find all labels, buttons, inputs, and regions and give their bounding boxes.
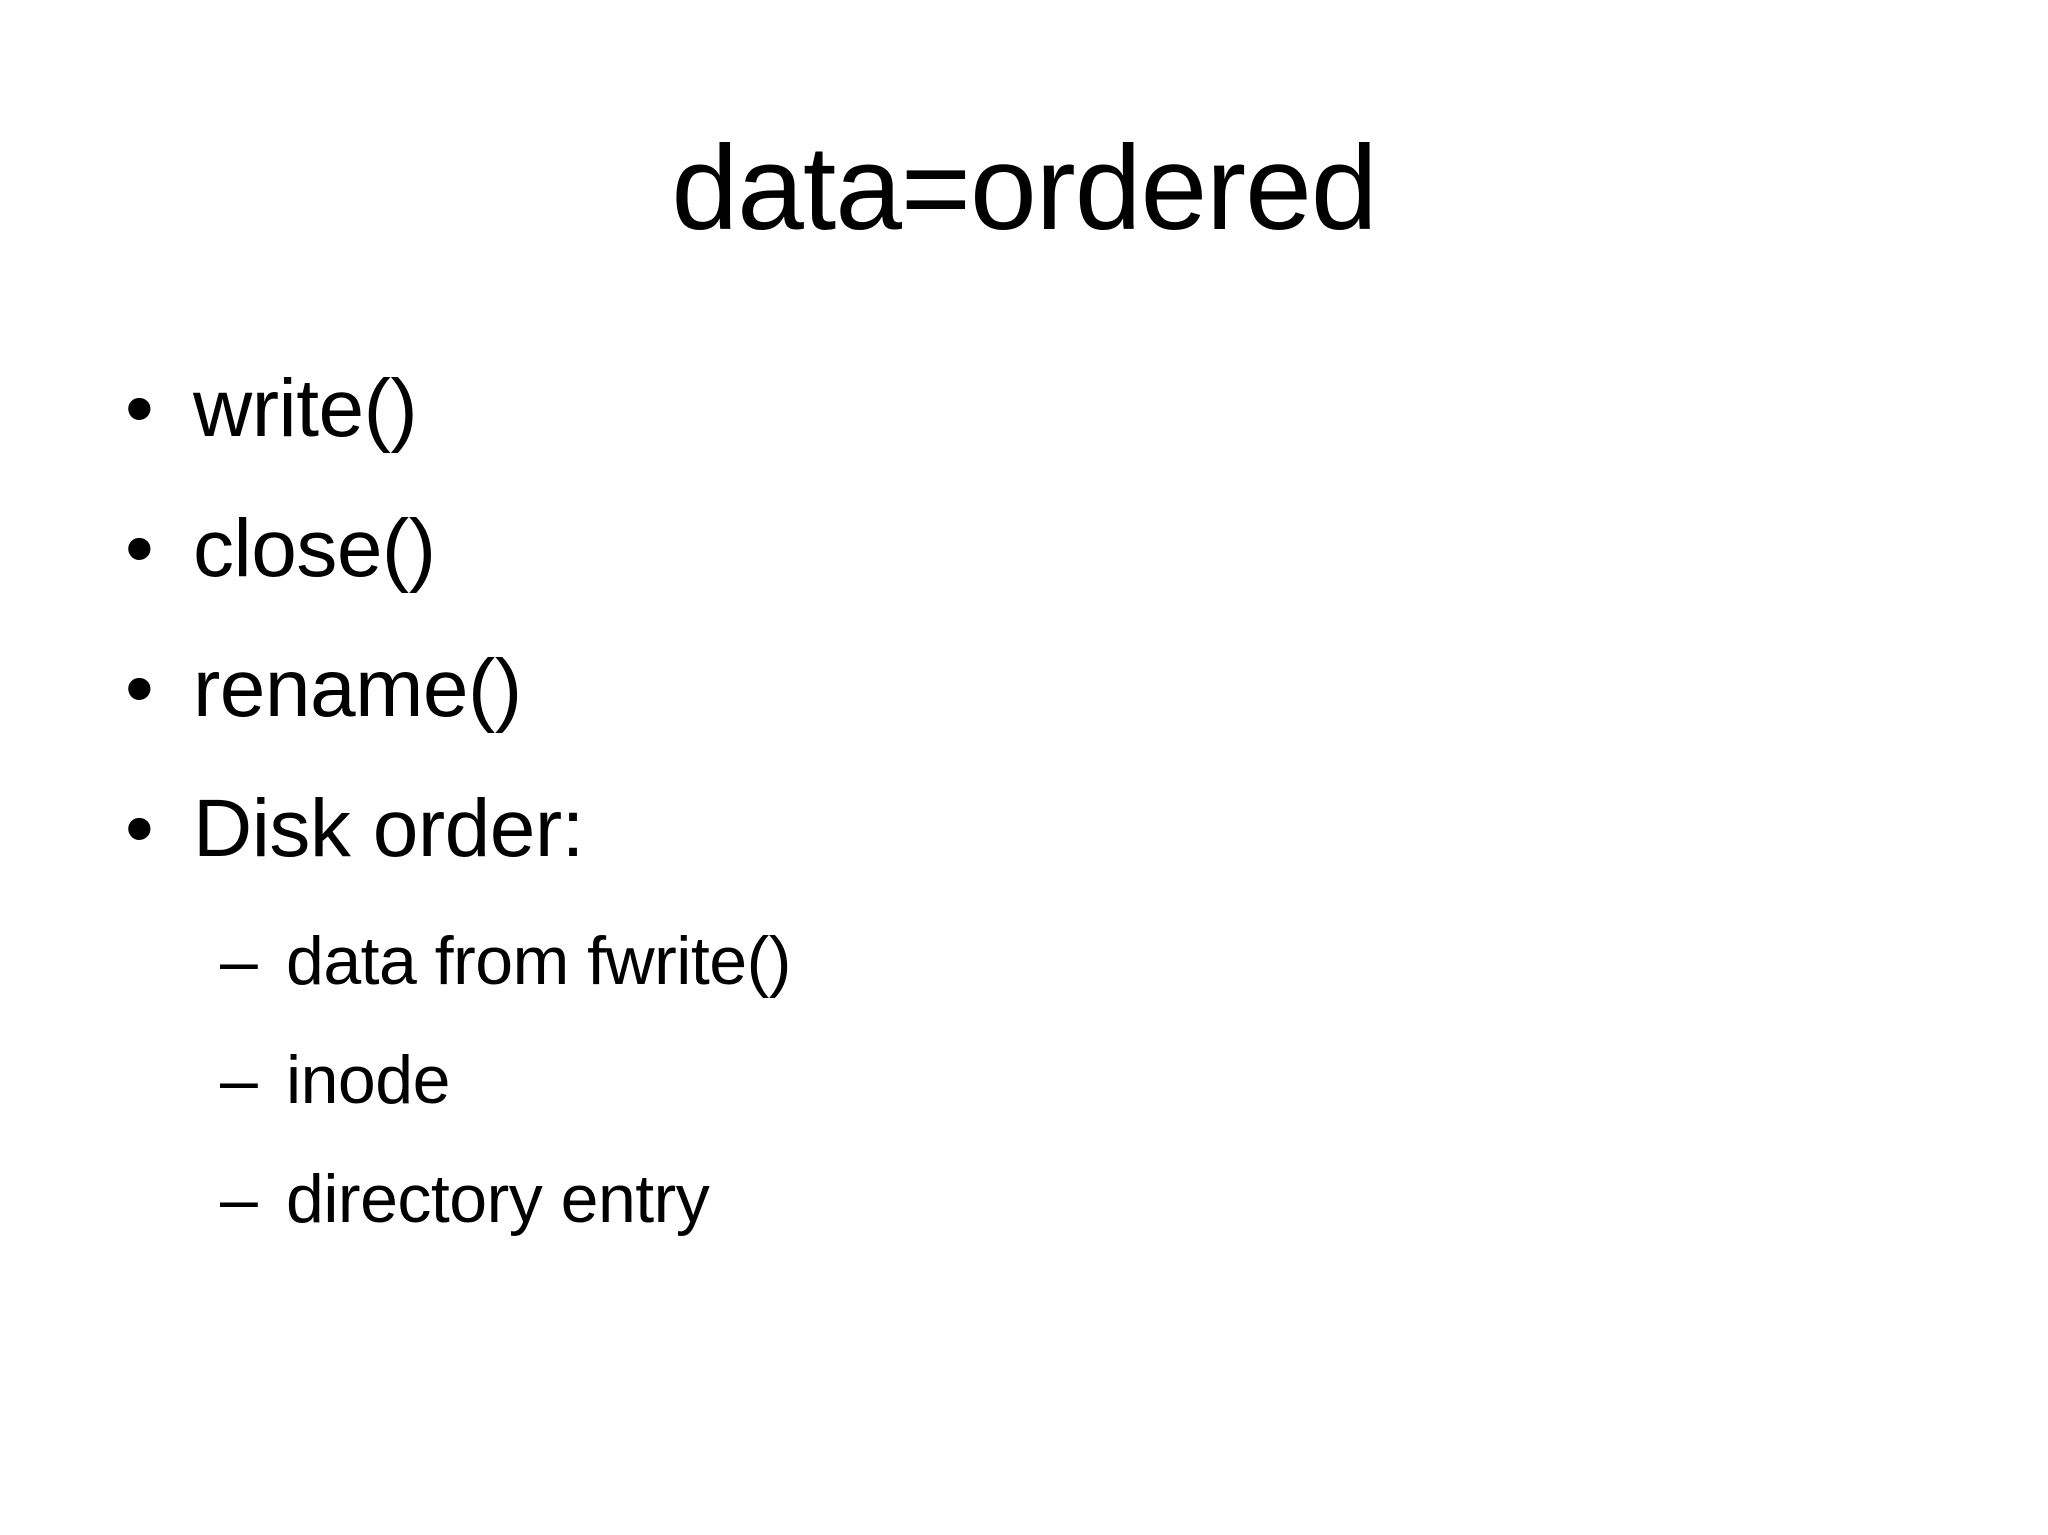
slide-title: data=ordered [671, 121, 1377, 255]
list-item-row: • Disk order: [125, 788, 791, 870]
sub-bullet-list: – data from fwrite() – inode – directory… [220, 927, 791, 1233]
list-item-label: write() [193, 363, 418, 454]
sub-list-item: – directory entry [220, 1165, 791, 1233]
list-item-label: rename() [193, 643, 522, 734]
bullet-dot-icon: • [125, 363, 154, 454]
list-item: • write() [125, 368, 791, 450]
dash-icon: – [220, 923, 258, 999]
dash-icon: – [220, 1042, 258, 1118]
list-item-row: – data from fwrite() [220, 927, 791, 995]
sub-list-item-label: data from fwrite() [286, 923, 791, 999]
list-item-row: – inode [220, 1046, 791, 1114]
list-item: • Disk order: – data from fwrite() – ino… [125, 788, 791, 1234]
sub-list-item-label: directory entry [286, 1161, 710, 1237]
sub-list-item: – data from fwrite() [220, 927, 791, 995]
list-item: • rename() [125, 648, 791, 730]
sub-list-item-label: inode [286, 1042, 450, 1118]
list-item-label: close() [193, 503, 436, 594]
bullet-dot-icon: • [125, 643, 154, 734]
list-item-row: • rename() [125, 648, 791, 730]
dash-icon: – [220, 1161, 258, 1237]
list-item-row: • close() [125, 508, 791, 590]
bullet-dot-icon: • [125, 503, 154, 594]
list-item: • close() [125, 508, 791, 590]
list-item-row: – directory entry [220, 1165, 791, 1233]
bullet-dot-icon: • [125, 783, 154, 874]
list-item-row: • write() [125, 368, 791, 450]
bullet-list: • write() • close() • rename() • Disk or… [125, 368, 791, 1291]
list-item-label: Disk order: [193, 783, 584, 874]
sub-list-item: – inode [220, 1046, 791, 1114]
